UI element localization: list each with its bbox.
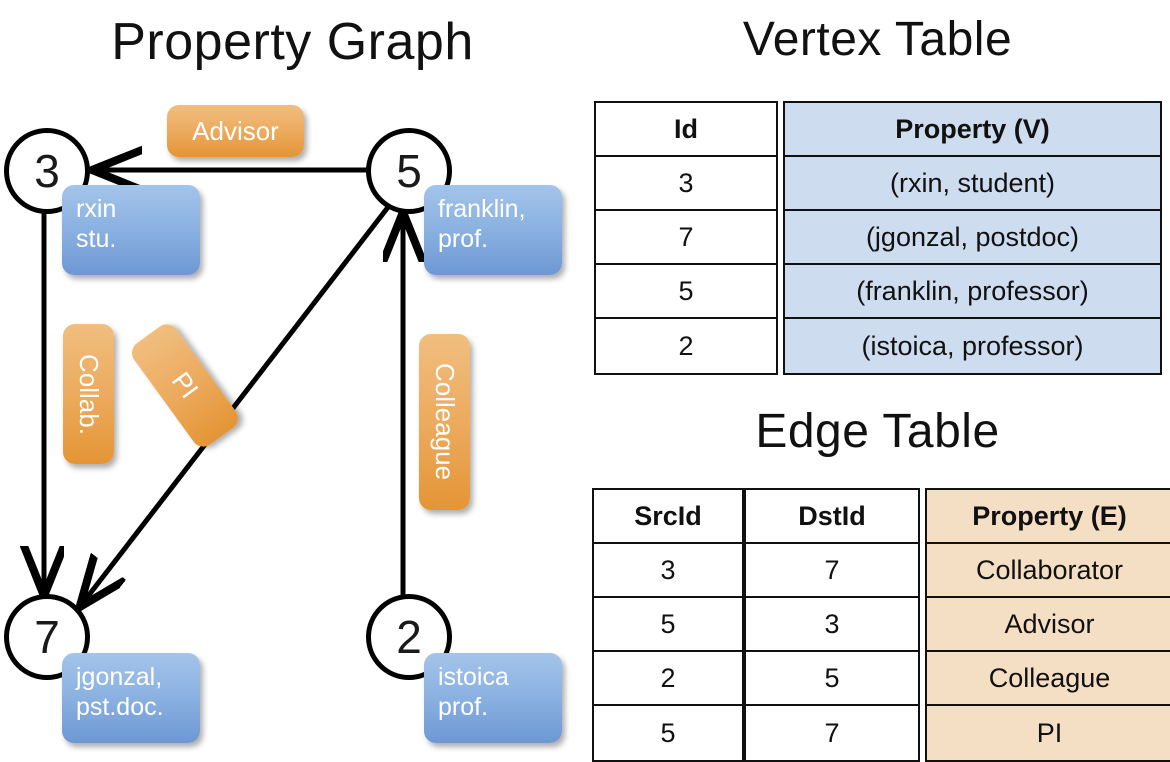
graph-node-3-property-line2: stu. — [76, 224, 117, 253]
graph-node-5-property-line2: prof. — [438, 224, 489, 253]
vertex-table-cell-property-2: (franklin, professor) — [785, 265, 1160, 319]
graph-node-7-label: 7 — [34, 611, 60, 663]
edge-table-column-property: Property (E) Collaborator Advisor Collea… — [925, 488, 1170, 762]
property-graph-diagram: 3 5 7 2 rxin stu. franklin, prof. jgonza… — [0, 0, 585, 760]
vertex-table-cell-property-3: (istoica, professor) — [785, 319, 1160, 373]
edge-label-colleague: Colleague — [419, 334, 470, 510]
edge-table-cell-property-0: Collaborator — [927, 544, 1170, 598]
graph-node-2-label: 2 — [396, 611, 422, 663]
graph-edges-layer — [0, 0, 585, 760]
edge-table-cell-dstid-1: 3 — [746, 598, 918, 652]
graph-node-7-property-box: jgonzal, pst.doc. — [62, 653, 200, 743]
vertex-table: Id 3 7 5 2 Property (V) (rxin, student) … — [594, 101, 1162, 375]
graph-node-2-property-box: istoica prof. — [424, 653, 562, 743]
graph-node-3-property-box: rxin stu. — [62, 185, 200, 275]
vertex-table-column-property: Property (V) (rxin, student) (jgonzal, p… — [783, 101, 1162, 375]
vertex-table-header-property: Property (V) — [785, 103, 1160, 157]
graph-node-5-property-box: franklin, prof. — [424, 185, 562, 275]
vertex-table-cell-id-0: 3 — [596, 157, 776, 211]
edge-label-pi-text: PI — [166, 366, 205, 404]
vertex-table-cell-property-0: (rxin, student) — [785, 157, 1160, 211]
edge-table-cell-srcid-1: 5 — [594, 598, 742, 652]
graph-node-5-label: 5 — [396, 145, 422, 197]
edge-5-to-7-pi — [82, 200, 394, 604]
edge-table-header-srcid: SrcId — [594, 490, 742, 544]
edge-table-cell-dstid-0: 7 — [746, 544, 918, 598]
vertex-table-cell-id-2: 5 — [596, 265, 776, 319]
graph-node-7-property-line1: jgonzal, — [76, 663, 163, 691]
page-title-vertex-table: Vertex Table — [742, 13, 1013, 66]
graph-node-5-property-line1: franklin, — [438, 195, 526, 223]
edge-label-collab: Collab. — [63, 324, 114, 464]
graph-node-2[interactable]: 2 — [366, 594, 452, 680]
vertex-table-cell-property-1: (jgonzal, postdoc) — [785, 211, 1160, 265]
page-title-edge-table: Edge Table — [755, 405, 1000, 458]
edge-label-colleague-text: Colleague — [430, 363, 460, 481]
edge-label-advisor: Advisor — [167, 105, 304, 157]
edge-table-header-property: Property (E) — [927, 490, 1170, 544]
graph-node-2-property-line1: istoica — [438, 663, 509, 691]
edge-table-cell-srcid-0: 3 — [594, 544, 742, 598]
graph-node-2-property-line2: prof. — [438, 692, 489, 721]
vertex-table-column-id: Id 3 7 5 2 — [594, 101, 778, 375]
edge-table-cell-property-2: Colleague — [927, 652, 1170, 706]
graph-node-3-label: 3 — [34, 145, 60, 197]
edge-table-cell-srcid-2: 2 — [594, 652, 742, 706]
edge-table-cell-dstid-2: 5 — [746, 652, 918, 706]
graph-node-3-property-line1: rxin — [76, 195, 117, 223]
vertex-table-header-id: Id — [596, 103, 776, 157]
edge-table-header-dstid: DstId — [746, 490, 918, 544]
graph-node-7-property-line2: pst.doc. — [76, 692, 164, 721]
edge-table-cell-srcid-3: 5 — [594, 706, 742, 760]
edge-table-cell-property-3: PI — [927, 706, 1170, 760]
edge-table-column-srcid: SrcId 3 5 2 5 — [592, 488, 744, 762]
vertex-table-cell-id-1: 7 — [596, 211, 776, 265]
edge-table-cell-property-1: Advisor — [927, 598, 1170, 652]
edge-label-collab-text: Collab. — [74, 353, 104, 435]
edge-table: SrcId 3 5 2 5 DstId 7 3 5 7 Property (E)… — [592, 488, 1170, 762]
page-title-property-graph: Property Graph — [111, 13, 474, 71]
edge-label-advisor-text: Advisor — [192, 115, 279, 146]
edge-table-column-dstid: DstId 7 3 5 7 — [744, 488, 920, 762]
vertex-table-cell-id-3: 2 — [596, 319, 776, 373]
edge-table-cell-dstid-3: 7 — [746, 706, 918, 760]
